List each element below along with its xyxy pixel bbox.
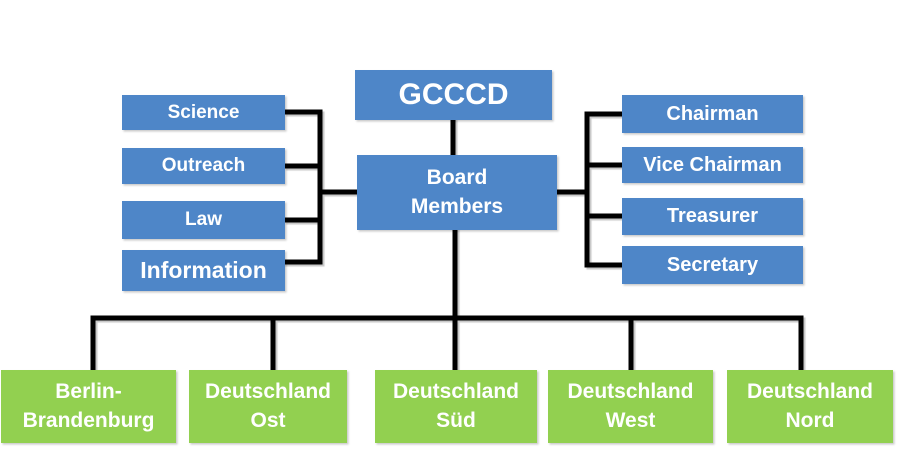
org-node-deutschland-west: Deutschland West: [548, 370, 713, 443]
org-node-board-members: Board Members: [357, 155, 557, 230]
org-node-deutschland-sued: Deutschland Süd: [375, 370, 537, 443]
secretary-label: Secretary: [666, 253, 759, 276]
org-node-outreach: Outreach: [122, 148, 285, 184]
deutschland-west-line1: Deutschland: [567, 380, 694, 404]
org-node-vice-chairman: Vice Chairman: [622, 147, 803, 183]
org-node-science: Science: [122, 95, 285, 130]
chairman-label: Chairman: [666, 102, 759, 125]
org-node-treasurer: Treasurer: [622, 198, 803, 235]
berlin-brandenburg-line1: Berlin-: [55, 380, 122, 404]
org-node-gcccd: GCCCD: [355, 70, 552, 120]
board-label-line2: Members: [410, 194, 504, 218]
deutschland-nord-line2: Nord: [785, 408, 835, 432]
org-node-berlin-brandenburg: Berlin- Brandenburg: [1, 370, 176, 443]
deutschland-sued-line1: Deutschland: [392, 380, 520, 404]
org-node-chairman: Chairman: [622, 95, 803, 133]
science-label: Science: [167, 101, 240, 123]
vice-chairman-label: Vice Chairman: [643, 153, 782, 176]
org-node-information: Information: [122, 250, 285, 291]
connector-left-bracket: [283, 109, 323, 265]
treasurer-label: Treasurer: [666, 205, 759, 227]
board-label-line1: Board: [426, 166, 488, 190]
information-label: Information: [140, 256, 267, 283]
org-node-secretary: Secretary: [622, 246, 803, 284]
deutschland-sued-line2: Süd: [436, 408, 476, 432]
org-node-deutschland-ost: Deutschland Ost: [189, 370, 347, 443]
connector-right-bracket: [584, 111, 623, 268]
deutschland-west-line2: West: [605, 408, 656, 432]
org-node-deutschland-nord: Deutschland Nord: [727, 370, 893, 443]
deutschland-nord-line1: Deutschland: [746, 380, 874, 404]
org-node-law: Law: [122, 201, 285, 239]
berlin-brandenburg-line2: Brandenburg: [22, 408, 155, 432]
connector-regions-rail: [90, 315, 804, 371]
outreach-label: Outreach: [161, 155, 246, 177]
deutschland-ost-line2: Ost: [250, 408, 286, 432]
deutschland-ost-line1: Deutschland: [204, 380, 332, 404]
law-label: Law: [185, 209, 222, 231]
gcccd-label: GCCCD: [398, 77, 509, 111]
